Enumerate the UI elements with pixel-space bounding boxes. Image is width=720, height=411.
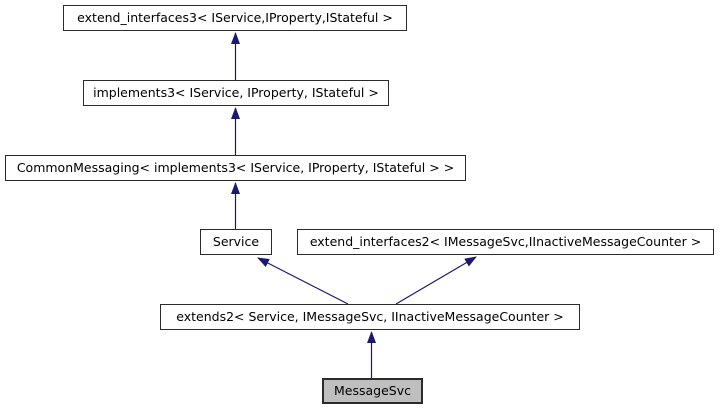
node-label: MessageSvc	[334, 382, 411, 398]
node-messagesvc-current: MessageSvc	[322, 378, 423, 404]
node-label: CommonMessaging< implements3< IService, …	[16, 159, 455, 175]
arrow-extends2-to-service	[257, 257, 349, 305]
node-extend-interfaces2[interactable]: extend_interfaces2< IMessageSvc,IInactiv…	[297, 229, 714, 255]
arrow-extends2-to-extend-interfaces2	[395, 256, 477, 305]
node-label: implements3< IService, IProperty, IState…	[93, 84, 379, 100]
node-commonmessaging[interactable]: CommonMessaging< implements3< IService, …	[5, 155, 466, 181]
node-label: Service	[212, 233, 260, 249]
node-extends2[interactable]: extends2< Service, IMessageSvc, IInactiv…	[160, 304, 580, 330]
node-implements3[interactable]: implements3< IService, IProperty, IState…	[83, 80, 389, 106]
node-extend-interfaces3[interactable]: extend_interfaces3< IService,IProperty,I…	[63, 5, 407, 31]
node-label: extends2< Service, IMessageSvc, IInactiv…	[176, 308, 564, 324]
node-label: extend_interfaces3< IService,IProperty,I…	[77, 9, 393, 25]
node-label: extend_interfaces2< IMessageSvc,IInactiv…	[309, 233, 702, 249]
node-service[interactable]: Service	[200, 229, 272, 255]
